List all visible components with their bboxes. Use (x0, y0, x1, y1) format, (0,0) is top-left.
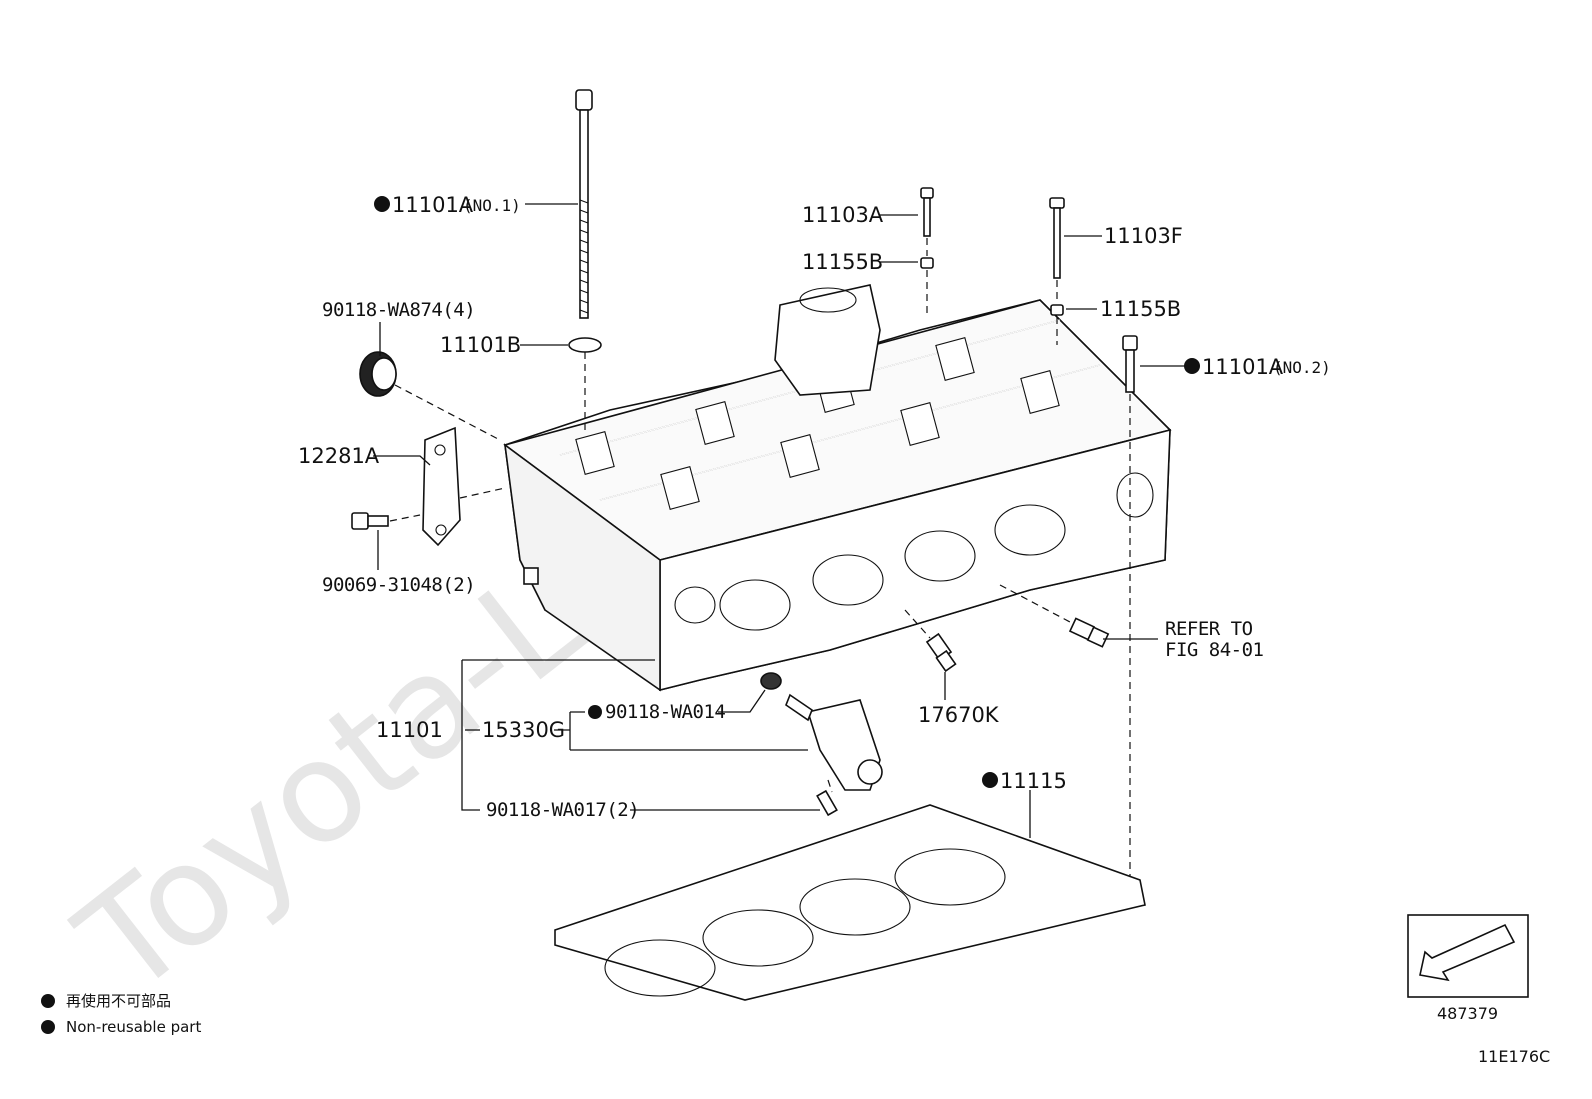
diagram-code: 11E176C (1478, 1047, 1550, 1066)
plate-12281A (422, 426, 461, 547)
cylinder-head-drawing (503, 284, 1172, 692)
collar-11155B-b (1050, 304, 1064, 316)
label-90118-WA014: 90118-WA014 (605, 701, 725, 723)
label-15330G: 15330G (482, 718, 565, 742)
label-11101: 11101 (376, 718, 443, 742)
label-11101A-no2: 11101A (1202, 355, 1284, 379)
label-90118-WA017: 90118-WA017(2) (486, 799, 639, 821)
bolt-11101A-no2 (1122, 335, 1138, 393)
label-11101A-no1-suffix: (NO.1) (463, 196, 521, 215)
arrow-icon (1419, 923, 1516, 982)
figure-number: 487379 (1437, 1004, 1498, 1023)
bolt-90069-31048 (351, 512, 389, 530)
legend-dot (41, 1020, 55, 1034)
label-12281A: 12281A (298, 444, 380, 468)
sensor-17670K (925, 632, 957, 673)
oil-control-valve-15330G (785, 693, 883, 791)
collar-11155B-a (920, 257, 934, 269)
label-11103F: 11103F (1104, 224, 1183, 248)
plug-90118-WA874 (359, 351, 397, 397)
sensor-refer (1068, 617, 1110, 648)
label-11155B-a: 11155B (802, 250, 883, 274)
leader-lines (373, 203, 1185, 838)
bolt-11103F (1049, 197, 1065, 279)
legend-en: Non-reusable part (66, 1018, 201, 1036)
label-90118-WA874: 90118-WA874(4) (322, 299, 475, 321)
washer-11101B (568, 337, 602, 353)
label-90069-31048: 90069-31048(2) (322, 574, 475, 596)
legend-jp: 再使用不可部品 (66, 992, 171, 1010)
bolt-90118-WA017 (816, 789, 838, 817)
label-11101B: 11101B (440, 333, 521, 357)
nonreusable-dot (1184, 358, 1200, 374)
legend-dot (41, 994, 55, 1008)
label-11101A-no2-suffix: (NO.2) (1273, 358, 1331, 377)
label-11155B-b: 11155B (1100, 297, 1181, 321)
nonreusable-dot (588, 705, 602, 719)
figure-reference-box: 487379 (1407, 914, 1529, 1023)
label-11101A-no1: 11101A (392, 193, 474, 217)
label-11103A: 11103A (802, 203, 884, 227)
label-refer-line2: FIG 84-01 (1165, 639, 1264, 661)
oring-90118-WA014 (760, 672, 782, 690)
head-gasket-11115 (554, 804, 1146, 1001)
bolt-11101A-no1 (575, 89, 593, 319)
nonreusable-dot (982, 772, 998, 788)
nonreusable-dot (374, 196, 390, 212)
bolt-11103A (920, 187, 934, 237)
label-11115: 11115 (1000, 769, 1067, 793)
label-17670K: 17670K (918, 703, 1000, 727)
label-refer-line1: REFER TO (1165, 618, 1253, 640)
